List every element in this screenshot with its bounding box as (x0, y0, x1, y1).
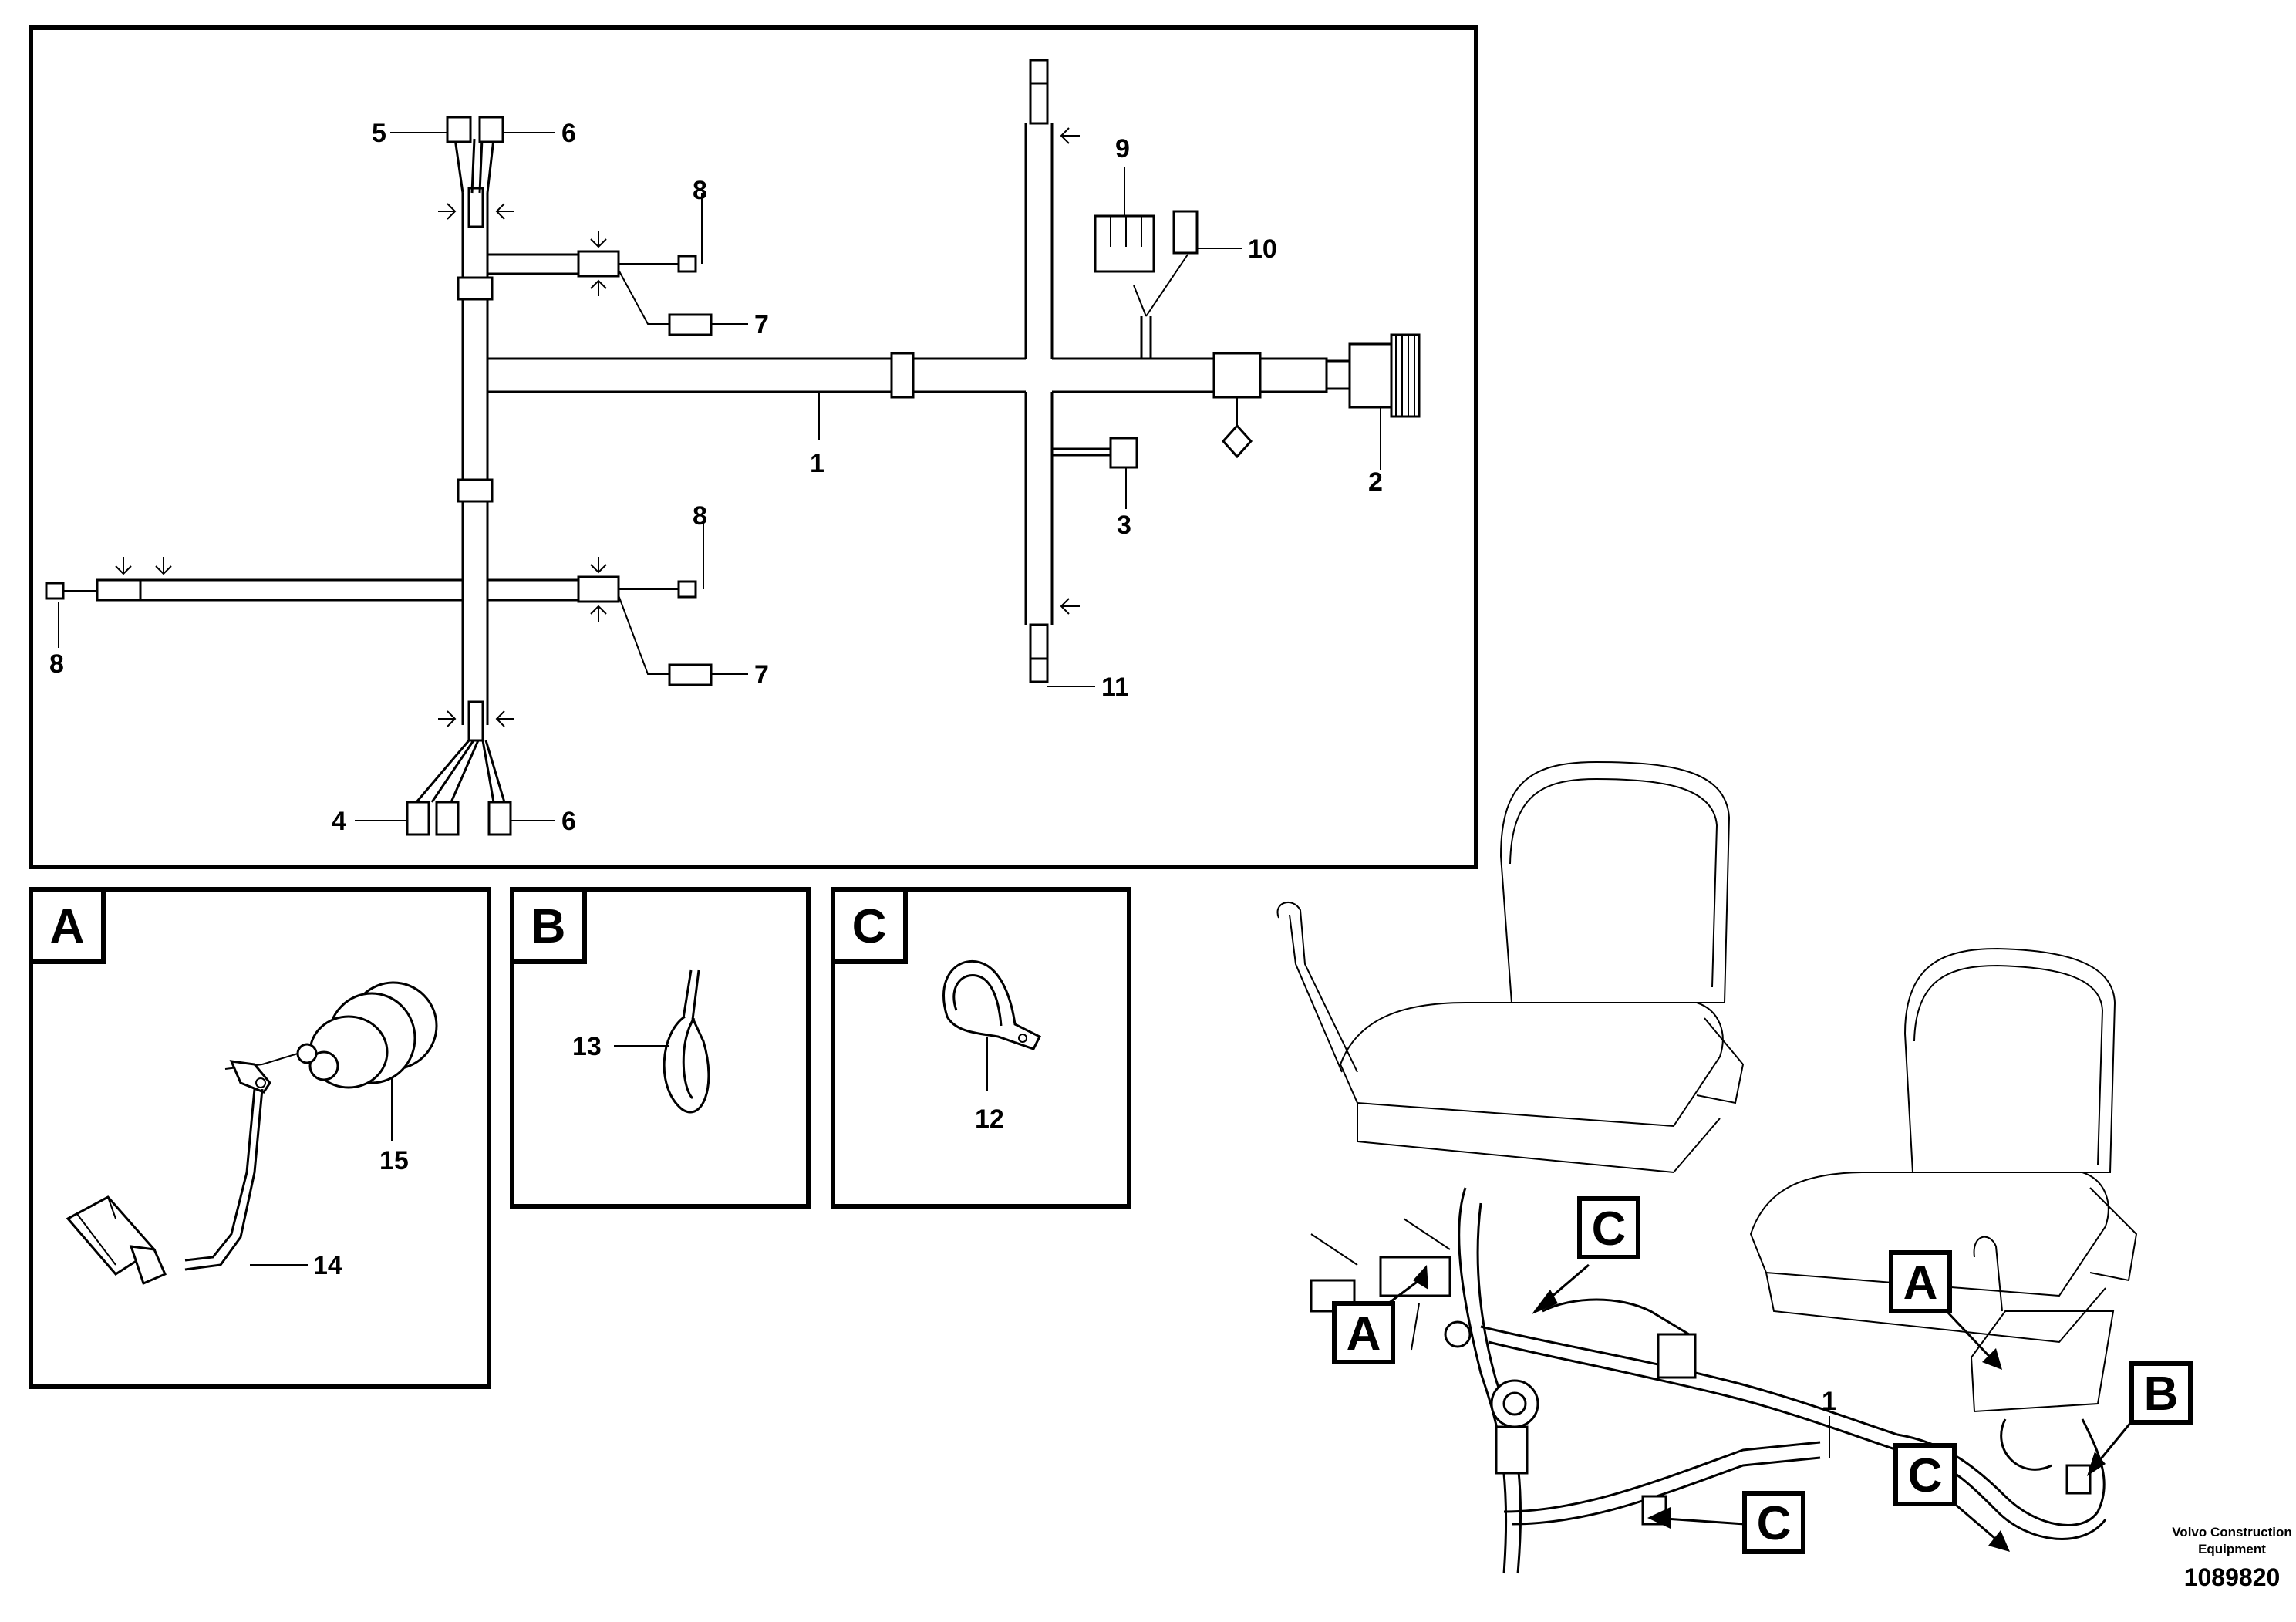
label-8-mid: 8 (693, 501, 707, 531)
callout-b-letter: B (2144, 1367, 2179, 1421)
callout-c-top: C (1532, 1196, 1640, 1314)
callout-c-bottom-letter: C (1757, 1497, 1792, 1550)
callout-c-top-letter: C (1592, 1202, 1627, 1256)
brand-line-1: Volvo Construction (2172, 1525, 2292, 1539)
callout-a-left: A (1332, 1265, 1428, 1364)
label-7-lower: 7 (754, 660, 769, 690)
detail-c-letter-box (831, 887, 908, 964)
detail-c-letter: C (852, 900, 887, 953)
detail-panel-c (831, 887, 1131, 1209)
callout-a-right-letter: A (1903, 1256, 1938, 1310)
wire-harness-schematic (45, 59, 1421, 836)
cable-tie-illustration (614, 969, 710, 1114)
detail-panel-a (29, 887, 491, 1389)
label-9: 9 (1115, 134, 1130, 164)
callout-a-left-letter: A (1347, 1307, 1381, 1361)
label-6-bottom: 6 (561, 807, 576, 836)
label-1-installation: 1 (1822, 1387, 1836, 1416)
label-11: 11 (1101, 673, 1129, 702)
seat-installation-view (1276, 760, 2138, 1574)
label-4: 4 (332, 807, 346, 836)
callout-c-right-letter: C (1908, 1449, 1943, 1502)
callout-c-right: C (1893, 1443, 2010, 1552)
label-15: 15 (379, 1146, 409, 1175)
brand-line-2: Equipment (2198, 1542, 2266, 1556)
label-6-top: 6 (561, 119, 576, 148)
label-10: 10 (1248, 234, 1277, 264)
detail-panel-b (510, 887, 811, 1209)
schematic-frame (29, 25, 1478, 869)
drawing-number: 1089820 (2184, 1563, 2281, 1591)
label-1: 1 (810, 449, 824, 478)
label-2: 2 (1368, 467, 1383, 497)
label-3: 3 (1117, 511, 1131, 540)
label-5: 5 (372, 119, 386, 148)
sensor-assembly-illustration (66, 981, 438, 1286)
label-13: 13 (572, 1032, 602, 1061)
detail-b-letter-box (510, 887, 587, 964)
callout-c-bottom: C (1647, 1491, 1805, 1554)
label-8-upper: 8 (693, 176, 707, 205)
label-7-upper: 7 (754, 310, 769, 339)
label-12: 12 (975, 1104, 1004, 1134)
callout-b: B (2087, 1361, 2193, 1476)
detail-b-letter: B (531, 900, 566, 953)
callout-a-right: A (1889, 1250, 2002, 1370)
detail-a-letter-box (29, 887, 106, 964)
label-14: 14 (313, 1251, 342, 1280)
label-8-left: 8 (49, 649, 64, 679)
detail-a-letter: A (50, 900, 85, 953)
p-clamp-illustration (942, 960, 1042, 1091)
